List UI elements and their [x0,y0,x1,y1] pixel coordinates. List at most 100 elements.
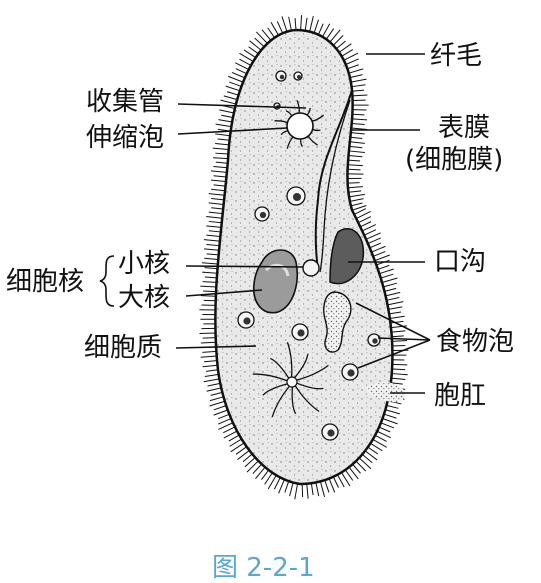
cilium [204,373,219,378]
cilium [383,413,397,419]
cilium [347,168,361,171]
cilium [215,161,228,164]
cilium [364,450,378,461]
cilium [309,15,314,32]
collecting-canal [295,364,329,381]
cilium [223,95,238,101]
cilium [363,229,377,236]
cilium [385,291,401,297]
cilium [217,138,230,141]
cilium [294,483,299,500]
cilium [347,186,363,189]
vacuole-content [259,211,267,219]
vacuole-content [297,329,305,337]
cilium [392,340,408,342]
cilium [350,132,365,135]
cilium [343,52,359,61]
cilium [213,157,229,160]
collecting-canal [293,354,309,379]
cilium [365,232,381,240]
cilium [348,193,365,198]
cilium [200,341,216,344]
cilium [255,466,266,479]
cilium [210,170,227,173]
cilium [348,68,364,74]
cilium [386,404,399,409]
vacuole-content [327,429,335,437]
cilium [200,285,217,288]
cilium [389,315,405,319]
cilium [252,463,263,474]
label-nucleus-group: 细胞核 [6,267,84,297]
cilium [223,430,238,439]
cilium [210,391,223,396]
cilium [237,450,250,460]
cilium [255,31,268,44]
cilium [389,311,402,315]
leader-collecting-canal [177,103,307,109]
cilium [204,267,218,270]
cilium [387,301,404,306]
cilium [384,287,397,292]
cilium [208,220,222,224]
leader-food-vacuole-1 [355,302,431,341]
cilium [392,363,408,366]
cilium [211,198,225,201]
cilium [239,58,252,66]
cilium [248,46,259,55]
cilium [249,40,262,51]
cilium [220,99,237,105]
cilium [374,254,390,262]
label-macronucleus: 大核 [118,283,170,313]
cilium [377,264,390,270]
cilium [358,216,372,224]
cilium [349,145,363,149]
cell-body [214,28,394,486]
cilium [289,482,294,497]
cilium [208,193,225,196]
cilium [352,118,368,121]
cilium [209,400,225,407]
cilium [362,224,377,232]
cilium [372,438,387,448]
figure-caption: 图 2-2-1 [212,553,315,583]
collecting-canal [295,382,324,390]
cilium [355,460,367,472]
cilium [202,364,218,368]
label-micronucleus: 小核 [118,249,170,279]
cilium [206,243,220,247]
cilium [203,378,220,383]
cilium [390,382,403,385]
cilium [319,481,326,497]
cilium [313,19,319,34]
cilium [267,474,277,490]
cilium [294,17,297,31]
label-membrane: 表膜 [438,113,490,143]
cilium [348,466,359,480]
leader-food-vacuole-3 [357,339,431,369]
cilium [278,479,285,494]
oral-groove-fold [319,99,351,273]
macronucleus [253,249,298,314]
cilium [351,205,367,211]
cilium [350,136,363,139]
cilium [337,474,345,488]
cilium [270,22,279,36]
cilium [353,208,367,215]
food-vacuole-forming [322,291,352,353]
label-membrane-alt: (细胞膜) [405,145,503,175]
cilium [208,230,221,233]
cilium [351,84,366,88]
cilium [215,133,231,137]
cilium [379,268,394,275]
cilium [200,295,216,297]
cilium [332,35,344,46]
cilium [231,71,246,79]
cilium [206,216,223,219]
cilium [261,469,270,480]
cilium [235,446,247,455]
cilium [373,251,386,257]
cilium [230,442,245,453]
cilium [209,396,224,402]
cilium [213,166,228,169]
